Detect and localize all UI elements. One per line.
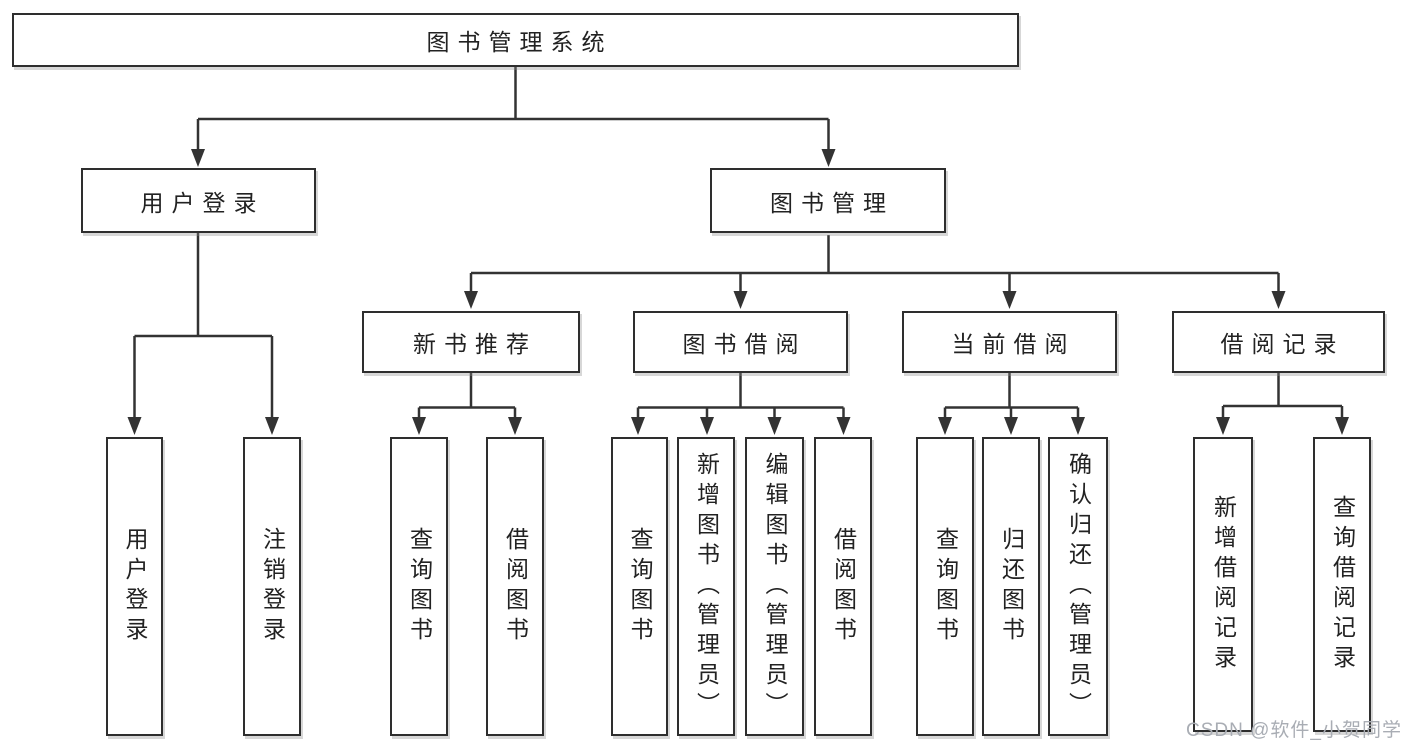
arrowhead xyxy=(821,149,836,167)
arrowhead xyxy=(938,417,952,435)
node-current-borrow: 当前借阅 xyxy=(902,311,1117,373)
arrowhead xyxy=(767,417,782,435)
arrowhead xyxy=(836,417,851,435)
arrowhead xyxy=(412,417,426,435)
arrowhead xyxy=(1335,417,1349,435)
leaf-borrow-books: 借阅图书 xyxy=(814,437,872,736)
connector-user-login xyxy=(133,233,274,419)
leaf-edit-books-admin: 编辑图书（管理员） xyxy=(745,437,804,736)
connector-borrow-records xyxy=(1221,373,1344,419)
leaf-current-query-books: 查询图书 xyxy=(916,437,974,736)
connector-book-borrow xyxy=(636,373,845,419)
watermark: CSDN @软件_小贺同学 xyxy=(1186,720,1402,741)
arrowhead xyxy=(1216,417,1230,435)
leaf-return-books: 归还图书 xyxy=(982,437,1040,736)
arrowhead xyxy=(631,417,645,435)
leaf-add-borrow-record: 新增借阅记录 xyxy=(1193,437,1253,732)
node-new-book-rec: 新书推荐 xyxy=(362,311,580,373)
node-user-login-branch: 用户登录 xyxy=(81,168,316,233)
node-book-mgmt-branch: 图书管理 xyxy=(710,168,946,233)
leaf-rec-query-books: 查询图书 xyxy=(390,437,448,736)
arrowhead xyxy=(1271,291,1286,309)
arrowhead xyxy=(700,417,714,435)
arrowhead xyxy=(127,417,142,435)
connector-book-mgmt xyxy=(469,235,1280,292)
connector-new-book-rec xyxy=(417,373,517,419)
leaf-borrow-query-books: 查询图书 xyxy=(611,437,668,736)
arrowhead xyxy=(1004,417,1018,435)
node-borrow-records: 借阅记录 xyxy=(1172,311,1385,373)
arrowhead xyxy=(265,417,279,435)
connector-current-borrow xyxy=(943,373,1080,419)
node-book-borrow: 图书借阅 xyxy=(633,311,848,373)
arrowhead xyxy=(191,149,205,167)
arrowhead xyxy=(464,291,478,309)
leaf-logout: 注销登录 xyxy=(243,437,301,736)
arrowhead xyxy=(508,417,522,435)
connector-root xyxy=(196,67,830,150)
leaf-query-borrow-record: 查询借阅记录 xyxy=(1313,437,1371,732)
leaf-user-login: 用户登录 xyxy=(106,437,163,736)
arrowhead xyxy=(733,291,748,309)
arrowhead xyxy=(1071,417,1085,435)
leaf-add-books-admin: 新增图书（管理员） xyxy=(677,437,735,736)
leaf-rec-borrow-books: 借阅图书 xyxy=(486,437,544,736)
arrowhead xyxy=(1002,291,1017,309)
leaf-confirm-return-admin: 确认归还（管理员） xyxy=(1048,437,1108,736)
node-root: 图书管理系统 xyxy=(12,13,1019,67)
